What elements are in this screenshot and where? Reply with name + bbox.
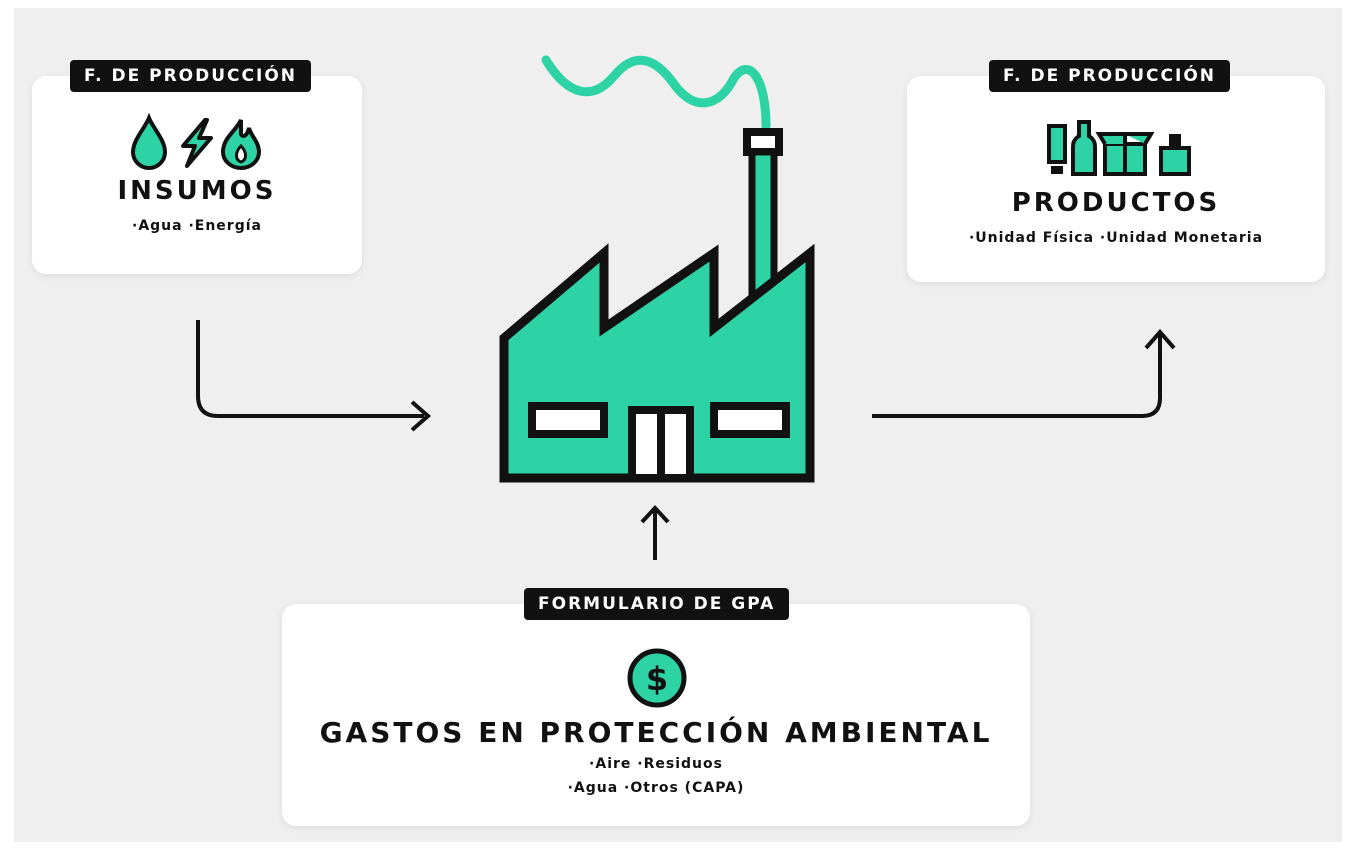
svg-text:$: $ — [646, 660, 668, 698]
diagram-canvas: INSUMOS ·Agua ·Energía F. DE PRODUCCIÓN … — [14, 8, 1342, 842]
gpa-card: $ GASTOS EN PROTECCIÓN AMBIENTAL ·Aire ·… — [282, 604, 1030, 826]
smoke-icon — [541, 55, 771, 131]
insumos-tag: F. DE PRODUCCIÓN — [70, 60, 312, 92]
lightning-icon — [181, 118, 213, 168]
arrow-insumos-to-factory — [196, 320, 424, 418]
productos-items: ·Unidad Física ·Unidad Monetaria — [968, 230, 1264, 246]
gpa-title: GASTOS EN PROTECCIÓN AMBIENTAL — [319, 716, 993, 749]
gpa-items-line1: ·Aire ·Residuos — [589, 756, 723, 772]
productos-title: PRODUCTOS — [1011, 188, 1221, 218]
insumos-icons — [130, 112, 262, 170]
box-icon — [1095, 132, 1155, 176]
productos-card: PRODUCTOS ·Unidad Física ·Unidad Monetar… — [907, 76, 1325, 282]
insumos-title: INSUMOS — [117, 176, 277, 206]
gpa-items-line2: ·Agua ·Otros (CAPA) — [567, 780, 745, 796]
productos-icons — [1047, 120, 1191, 176]
bottle-icon — [1071, 120, 1097, 176]
water-drop-icon — [130, 112, 168, 170]
insumos-card: INSUMOS ·Agua ·Energía — [32, 76, 362, 274]
perfume-icon — [1159, 134, 1191, 176]
gpa-tag: FORMULARIO DE GPA — [524, 588, 790, 620]
insumos-items: ·Agua ·Energía — [132, 218, 262, 234]
tube-icon — [1047, 124, 1067, 164]
arrow-factory-to-productos — [872, 334, 1162, 418]
factory-icon — [499, 128, 815, 483]
productos-tag: F. DE PRODUCCIÓN — [989, 60, 1231, 92]
dollar-coin-icon: $ — [627, 648, 687, 708]
flow-graphics — [196, 55, 1176, 560]
